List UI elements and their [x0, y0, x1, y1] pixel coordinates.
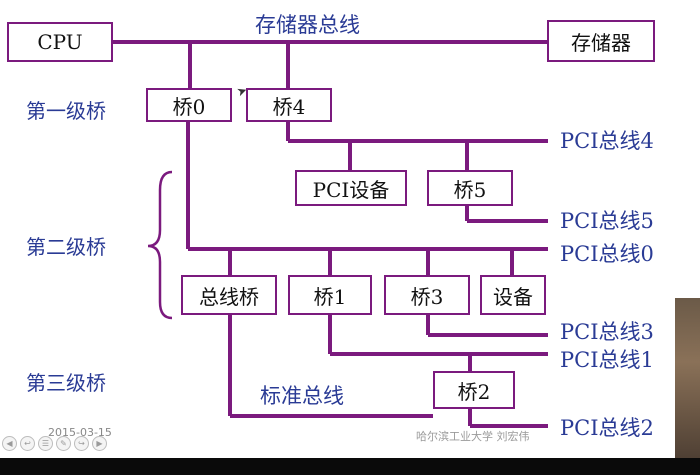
webcam-thumbnail	[675, 298, 700, 458]
bridge-1-label: 桥1	[313, 284, 347, 309]
bridge-2-box: 桥2	[433, 371, 515, 409]
bridge-5-label: 桥5	[453, 177, 487, 202]
footer-date: 2015-03-15	[48, 426, 112, 439]
bridge-4-box: 桥4	[246, 88, 332, 122]
bridge-0-label: 桥0	[172, 94, 206, 119]
memory-bus-label: 存储器总线	[255, 13, 360, 37]
forward-icon[interactable]: ↪	[74, 436, 89, 451]
bridge-0-box: 桥0	[146, 88, 232, 122]
standard-bus-label: 标准总线	[260, 384, 344, 408]
pci-bus-3-label: PCI总线3	[560, 320, 654, 344]
next-icon[interactable]: ▶	[92, 436, 107, 451]
bus-bridge-box: 总线桥	[181, 275, 277, 315]
bridge-2-label: 桥2	[457, 379, 491, 404]
bus-bridge-label: 总线桥	[199, 284, 259, 309]
pci-bus-2-label: PCI总线2	[560, 416, 654, 440]
bridge-3-box: 桥3	[384, 275, 470, 315]
menu-icon[interactable]: ☰	[38, 436, 53, 451]
device-box: 设备	[480, 275, 546, 315]
cpu-box: CPU	[7, 22, 113, 62]
edit-icon[interactable]: ✎	[56, 436, 71, 451]
bridge-5-box: 桥5	[427, 170, 513, 206]
first-level-label: 第一级桥	[26, 99, 106, 123]
bottom-black-bar	[0, 458, 700, 475]
bridge-1-box: 桥1	[288, 275, 372, 315]
pci-bus-1-label: PCI总线1	[560, 348, 654, 372]
footer-institution: 哈尔滨工业大学 刘宏伟	[416, 430, 530, 443]
pci-bus-4-label: PCI总线4	[560, 129, 654, 153]
pci-device-box: PCI设备	[295, 170, 407, 206]
back-icon[interactable]: ↩	[20, 436, 35, 451]
pci-device-label: PCI设备	[312, 177, 390, 202]
second-level-label: 第二级桥	[26, 235, 106, 259]
bridge-4-label: 桥4	[272, 94, 306, 119]
second-level-brace	[147, 170, 173, 320]
pci-bus-0-label: PCI总线0	[560, 242, 654, 266]
bridge-3-label: 桥3	[410, 284, 444, 309]
third-level-label: 第三级桥	[26, 371, 106, 395]
device-label: 设备	[493, 284, 533, 309]
memory-label: 存储器	[571, 30, 631, 55]
cpu-label: CPU	[37, 30, 83, 54]
slide-nav-controls: ◀ ↩ ☰ ✎ ↪ ▶	[2, 436, 107, 451]
prev-icon[interactable]: ◀	[2, 436, 17, 451]
pci-bus-5-label: PCI总线5	[560, 209, 654, 233]
memory-box: 存储器	[547, 20, 655, 62]
